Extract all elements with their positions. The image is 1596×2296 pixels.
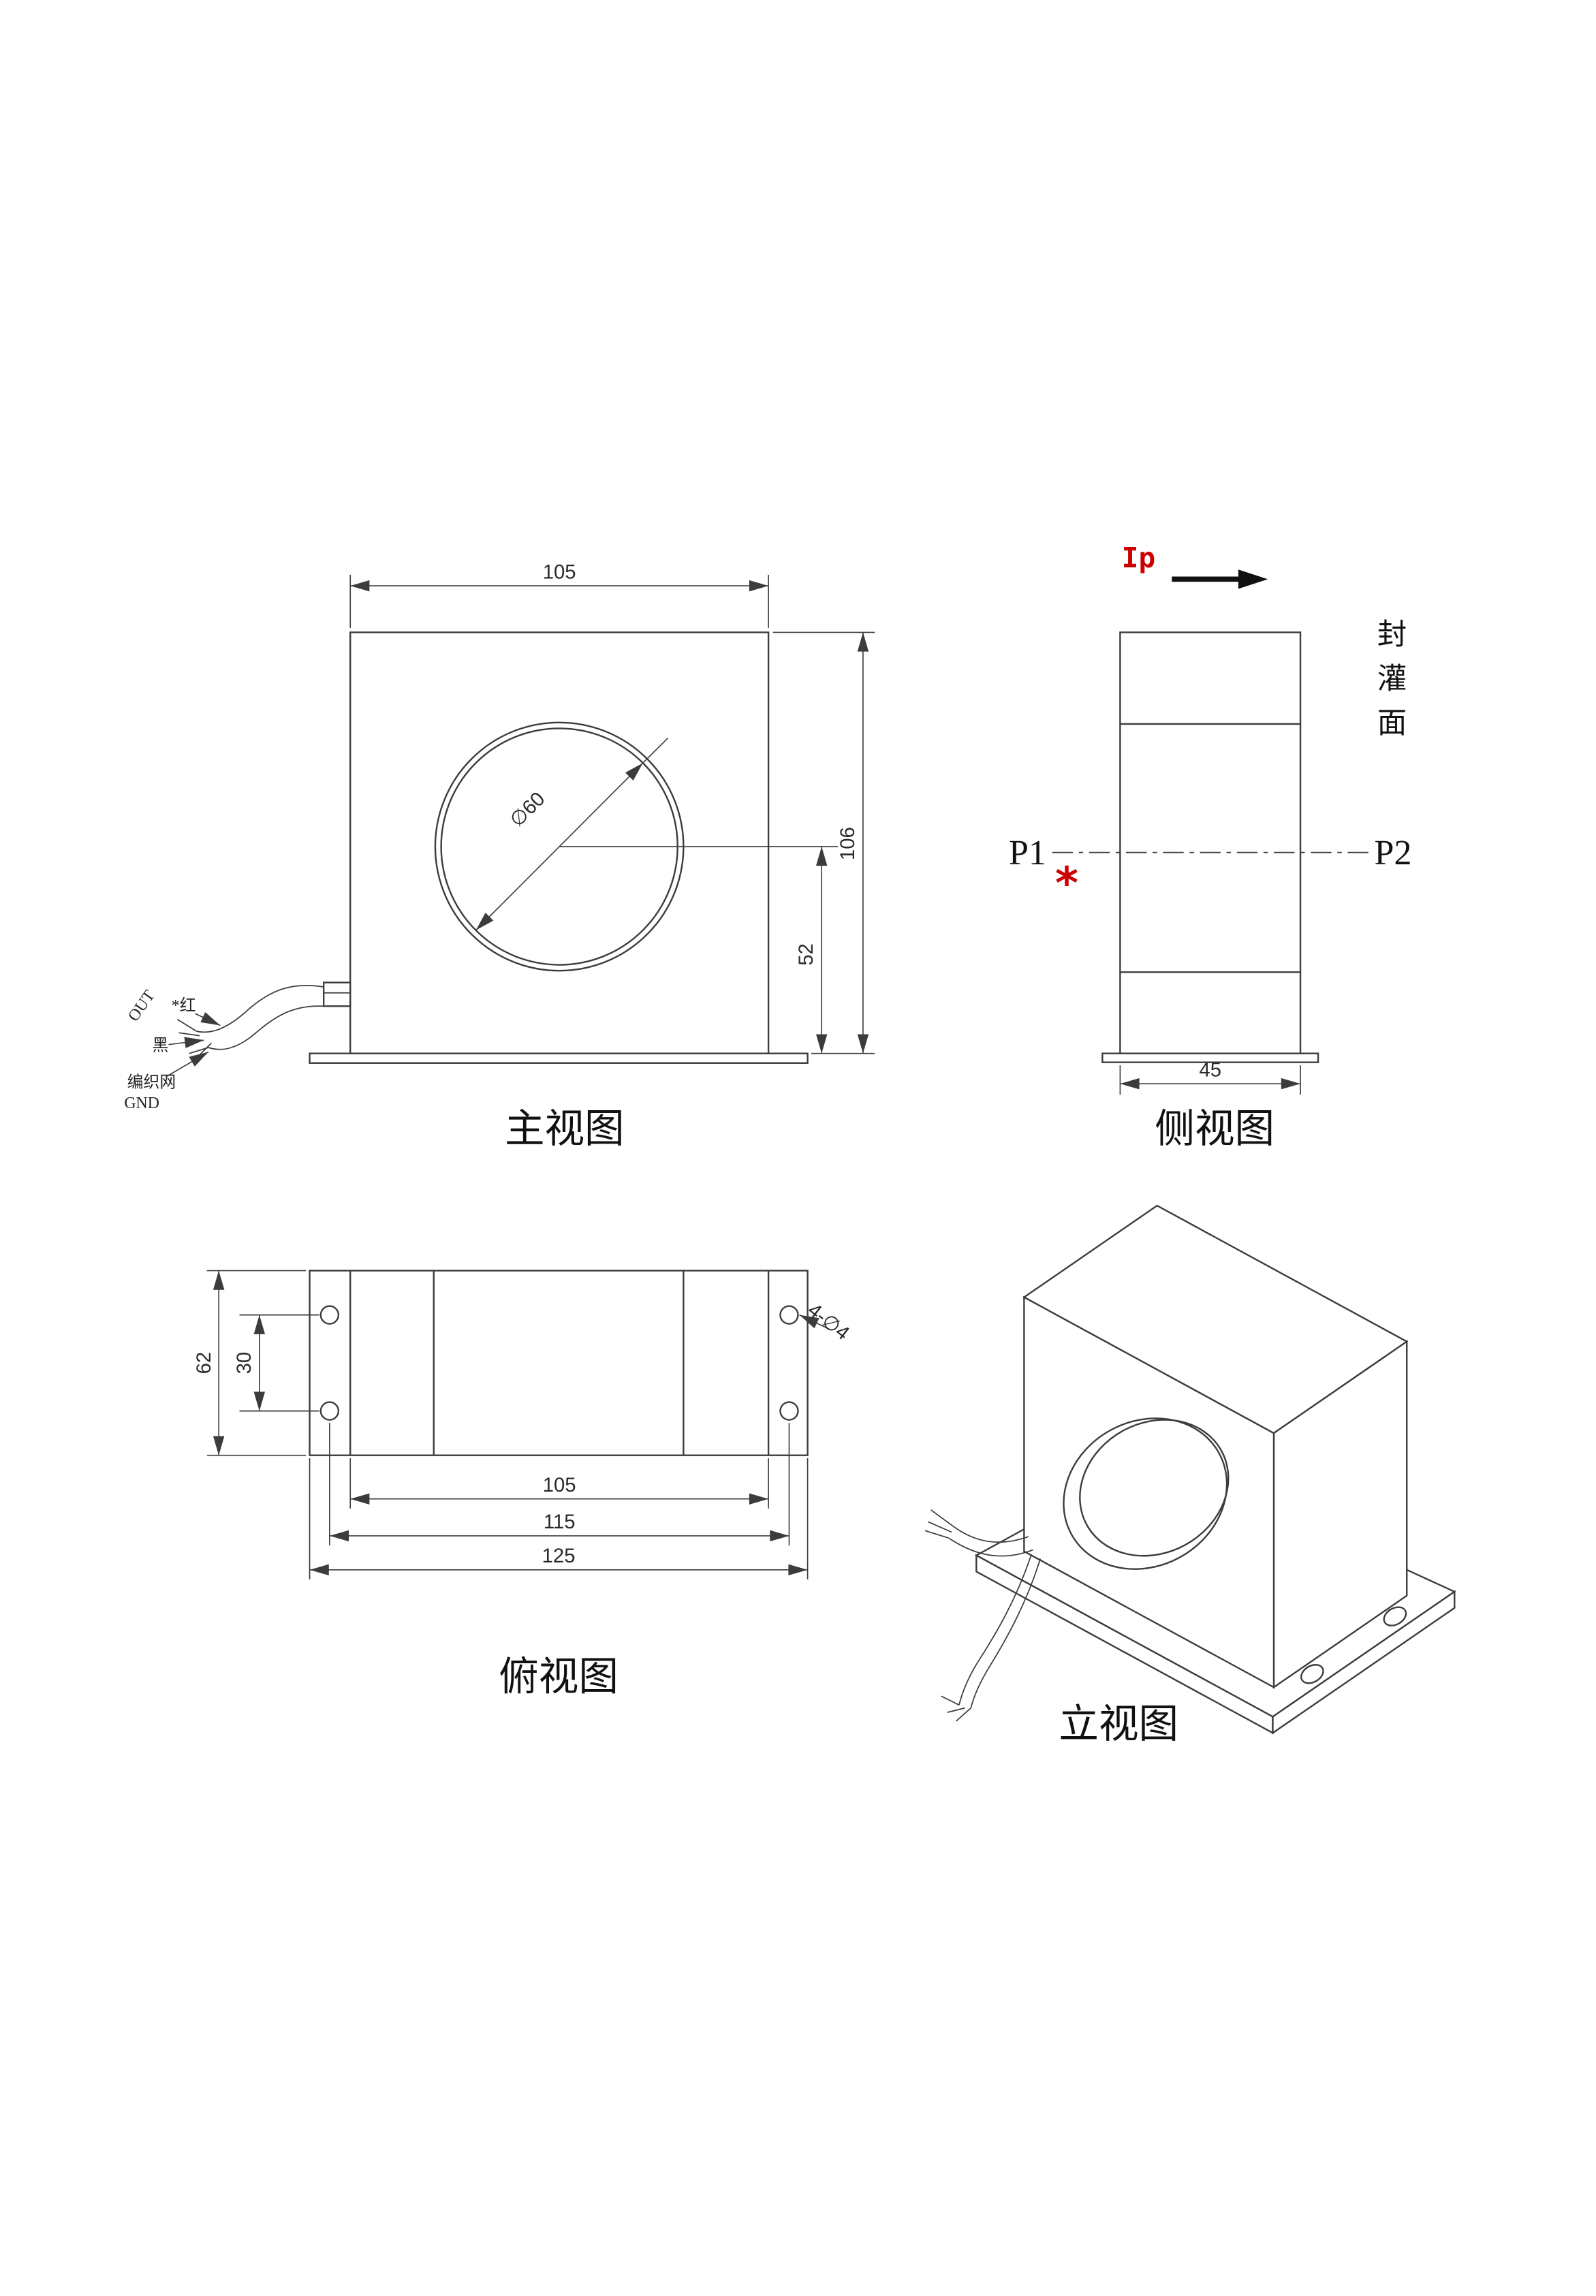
wire-label-out: OUT <box>125 987 159 1024</box>
iso-wire <box>952 1526 1029 1543</box>
potting-face-char-3: 面 <box>1377 707 1407 740</box>
iso-wire-fray <box>956 1707 971 1722</box>
iso-wire-fray <box>941 1695 960 1706</box>
cable-gland <box>322 981 351 1007</box>
holes-leader-arrow <box>799 1314 831 1331</box>
label-leader-arrow <box>168 1037 204 1048</box>
current-direction-arrow-head <box>1238 569 1268 589</box>
terminal-p1-label: P1 <box>1009 834 1046 872</box>
dim-center-height-label: 52 <box>795 943 817 966</box>
label-leader-arrow <box>165 1051 209 1078</box>
terminal-p2-label: P2 <box>1375 834 1412 872</box>
front-mounting-plate <box>309 1052 809 1064</box>
mounting-hole <box>319 1305 340 1325</box>
iso-wire-fray <box>930 1509 954 1527</box>
polarity-mark: * <box>1055 858 1078 909</box>
dim-hole-spacing-y-label: 30 <box>233 1352 255 1374</box>
dim-hole-spacing-x-label: 115 <box>544 1511 576 1533</box>
mounting-hole <box>779 1305 799 1325</box>
iso-hole-bore <box>1079 1419 1230 1557</box>
wire-fray <box>178 1032 200 1037</box>
dim-height-label: 106 <box>836 827 859 860</box>
iso-view: 立视图 <box>924 1204 1456 1746</box>
side-view-caption: 侧视图 <box>1155 1107 1274 1151</box>
wire-bundle-bottom <box>208 1005 324 1050</box>
wire-label-gnd: GND <box>124 1095 159 1112</box>
dim-depth-label: 45 <box>1199 1058 1221 1081</box>
hole-diameter-tail <box>642 737 669 764</box>
iso-wire <box>970 1558 1042 1708</box>
iso-view-caption: 立视图 <box>1059 1702 1178 1746</box>
iso-wire-fray <box>928 1521 952 1533</box>
wire-bundle-top <box>196 984 324 1033</box>
iso-plate-right-face <box>1272 1590 1456 1735</box>
side-view: Ip P1 P2 * 封 灌 面 45 侧视图 <box>1009 541 1412 1151</box>
wire-label-red: *红 <box>172 996 196 1015</box>
iso-mounting-hole <box>1300 1664 1324 1684</box>
iso-wire-fray <box>947 1707 965 1713</box>
top-plate-outline <box>309 1270 809 1456</box>
potting-face-char-1: 封 <box>1377 618 1407 651</box>
label-leader-arrow <box>195 1011 221 1026</box>
iso-wire <box>958 1554 1033 1705</box>
iso-hole-outer-rim <box>1063 1417 1228 1570</box>
wire-fray <box>176 1019 198 1032</box>
side-mounting-plate <box>1101 1052 1319 1063</box>
side-body-outline <box>1119 631 1302 1054</box>
top-view-caption: 俯视图 <box>499 1655 619 1699</box>
potting-face-char-2: 灌 <box>1377 663 1407 695</box>
dim-plate-length-label: 125 <box>542 1545 576 1567</box>
iso-mounting-hole <box>1383 1606 1407 1626</box>
front-body-outline <box>349 631 770 1054</box>
dim-body-width-label: 105 <box>543 1474 576 1496</box>
iso-wire <box>948 1537 1033 1557</box>
top-view: 62 30 4-∅4 105 115 125 俯视图 <box>193 1270 854 1699</box>
front-view-caption: 主视图 <box>505 1107 625 1151</box>
wire-label-black: 黑 <box>153 1037 169 1054</box>
mounting-hole <box>779 1401 799 1421</box>
dim-width-label: 105 <box>543 561 576 583</box>
dim-plate-width-label: 62 <box>193 1352 215 1374</box>
iso-wire-fray <box>924 1530 950 1539</box>
mounting-hole <box>319 1401 340 1421</box>
holes-count-label: 4-∅4 <box>804 1299 854 1345</box>
primary-current-label: Ip <box>1122 541 1156 574</box>
front-view: ∅60 105 106 52 OUT *红 黑 编织网 GND 主视图 <box>124 561 875 1151</box>
